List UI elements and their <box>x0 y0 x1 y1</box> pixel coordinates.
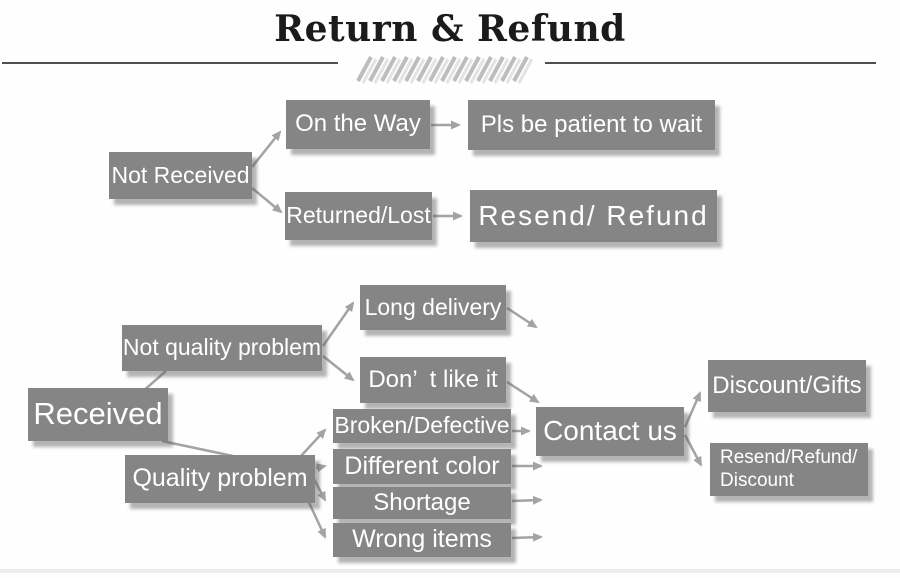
node-resend-refund-discount-line1: Resend/Refund/ <box>720 446 858 468</box>
title-hatch-decoration <box>356 56 534 84</box>
bottom-scan-band <box>0 569 900 573</box>
arrow-dont-like-it-to-contact-us <box>506 380 540 404</box>
node-pls-be-patient: Pls be patient to wait <box>468 100 715 150</box>
node-dont-like-it: Don’ t like it <box>360 357 506 403</box>
node-discount-gifts: Discount/Gifts <box>708 360 866 412</box>
arrow-quality-to-shortage <box>312 478 327 502</box>
node-received: Received <box>28 388 168 441</box>
node-wrong-items: Wrong items <box>333 523 511 557</box>
node-resend-refund-discount: Resend/Refund/ Discount <box>710 443 868 496</box>
node-shortage: Shortage <box>333 487 511 519</box>
arrow-quality-to-different-color <box>315 463 327 473</box>
node-resend-refund-discount-line2: Discount <box>720 469 794 491</box>
node-long-delivery: Long delivery <box>360 285 506 330</box>
arrow-contact-us-to-discount-gifts <box>683 391 702 428</box>
line-received-to-quality-problem <box>161 439 234 458</box>
arrow-not-received-to-on-the-way <box>251 130 282 168</box>
node-different-color: Different color <box>333 449 511 484</box>
arrow-long-delivery-out <box>506 306 538 329</box>
node-not-quality-problem: Not quality problem <box>122 325 322 371</box>
node-quality-problem: Quality problem <box>125 455 315 503</box>
arrow-not-quality-to-long-delivery <box>321 301 355 347</box>
title-rule-right <box>545 62 876 64</box>
node-on-the-way: On the Way <box>286 100 430 149</box>
arrow-not-received-to-returned-lost <box>251 187 283 214</box>
node-resend-refund: Resend/ Refund <box>470 190 717 242</box>
node-returned-lost: Returned/Lost <box>285 192 432 240</box>
arrow-contact-us-to-resend-refund-discount <box>683 434 703 467</box>
arrow-wrong-items-out <box>511 532 543 542</box>
arrow-quality-to-broken-defective <box>300 428 327 457</box>
page-title: Return & Refund <box>274 8 626 50</box>
title-rule-left <box>2 62 338 64</box>
node-not-received: Not Received <box>109 152 252 199</box>
arrow-not-quality-to-dont-like-it <box>322 355 355 382</box>
node-broken-defective: Broken/Defective <box>333 409 511 443</box>
arrow-shortage-out <box>511 495 543 505</box>
node-contact-us: Contact us <box>536 407 684 456</box>
